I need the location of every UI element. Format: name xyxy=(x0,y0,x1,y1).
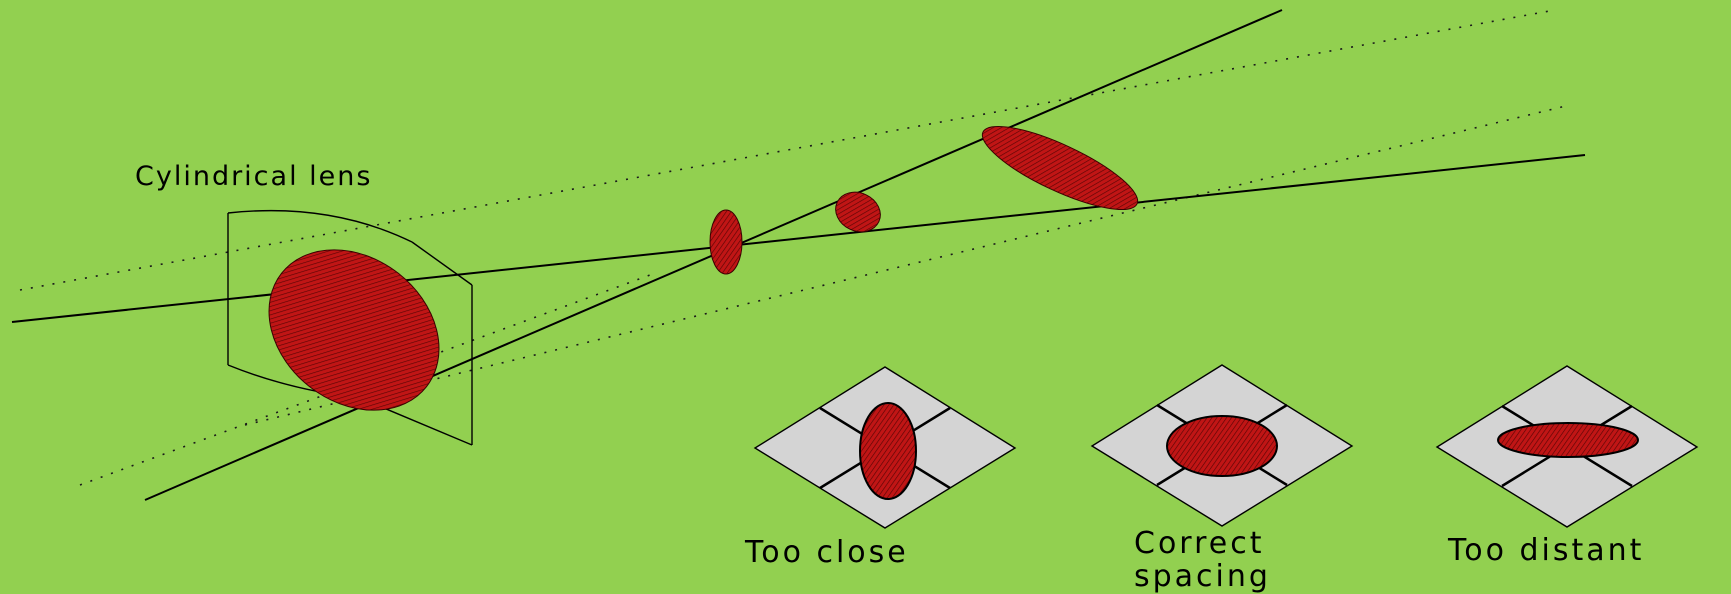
detector-spot-horizontal xyxy=(1497,422,1639,458)
detector-spot-vertical xyxy=(859,402,917,500)
lens-aperture-spot xyxy=(268,249,440,411)
panel-correct-spacing: Correct spacing xyxy=(1090,364,1354,594)
beam-spots xyxy=(268,125,1139,411)
dotted-rays xyxy=(19,9,1571,486)
panel-label-line-2: spacing xyxy=(1134,559,1271,594)
detector-spot-circle xyxy=(1166,415,1278,477)
panel-too-distant: Too distant xyxy=(1435,365,1699,568)
dotted-ray-lower xyxy=(79,274,651,486)
panel-too-close: Too close xyxy=(744,366,1017,570)
panel-label: Too close xyxy=(744,535,909,570)
lens-label: Cylindrical lens xyxy=(135,161,372,192)
horizontal-focal-line-spot xyxy=(981,125,1139,211)
dotted-ray-upper xyxy=(19,9,1556,291)
cylindrical-lens xyxy=(227,209,473,446)
vertical-focal-line-spot xyxy=(709,209,743,275)
panel-label-line-1: Correct xyxy=(1134,526,1265,561)
panel-label: Too distant xyxy=(1447,533,1644,568)
circle-of-least-confusion-spot xyxy=(835,191,881,233)
